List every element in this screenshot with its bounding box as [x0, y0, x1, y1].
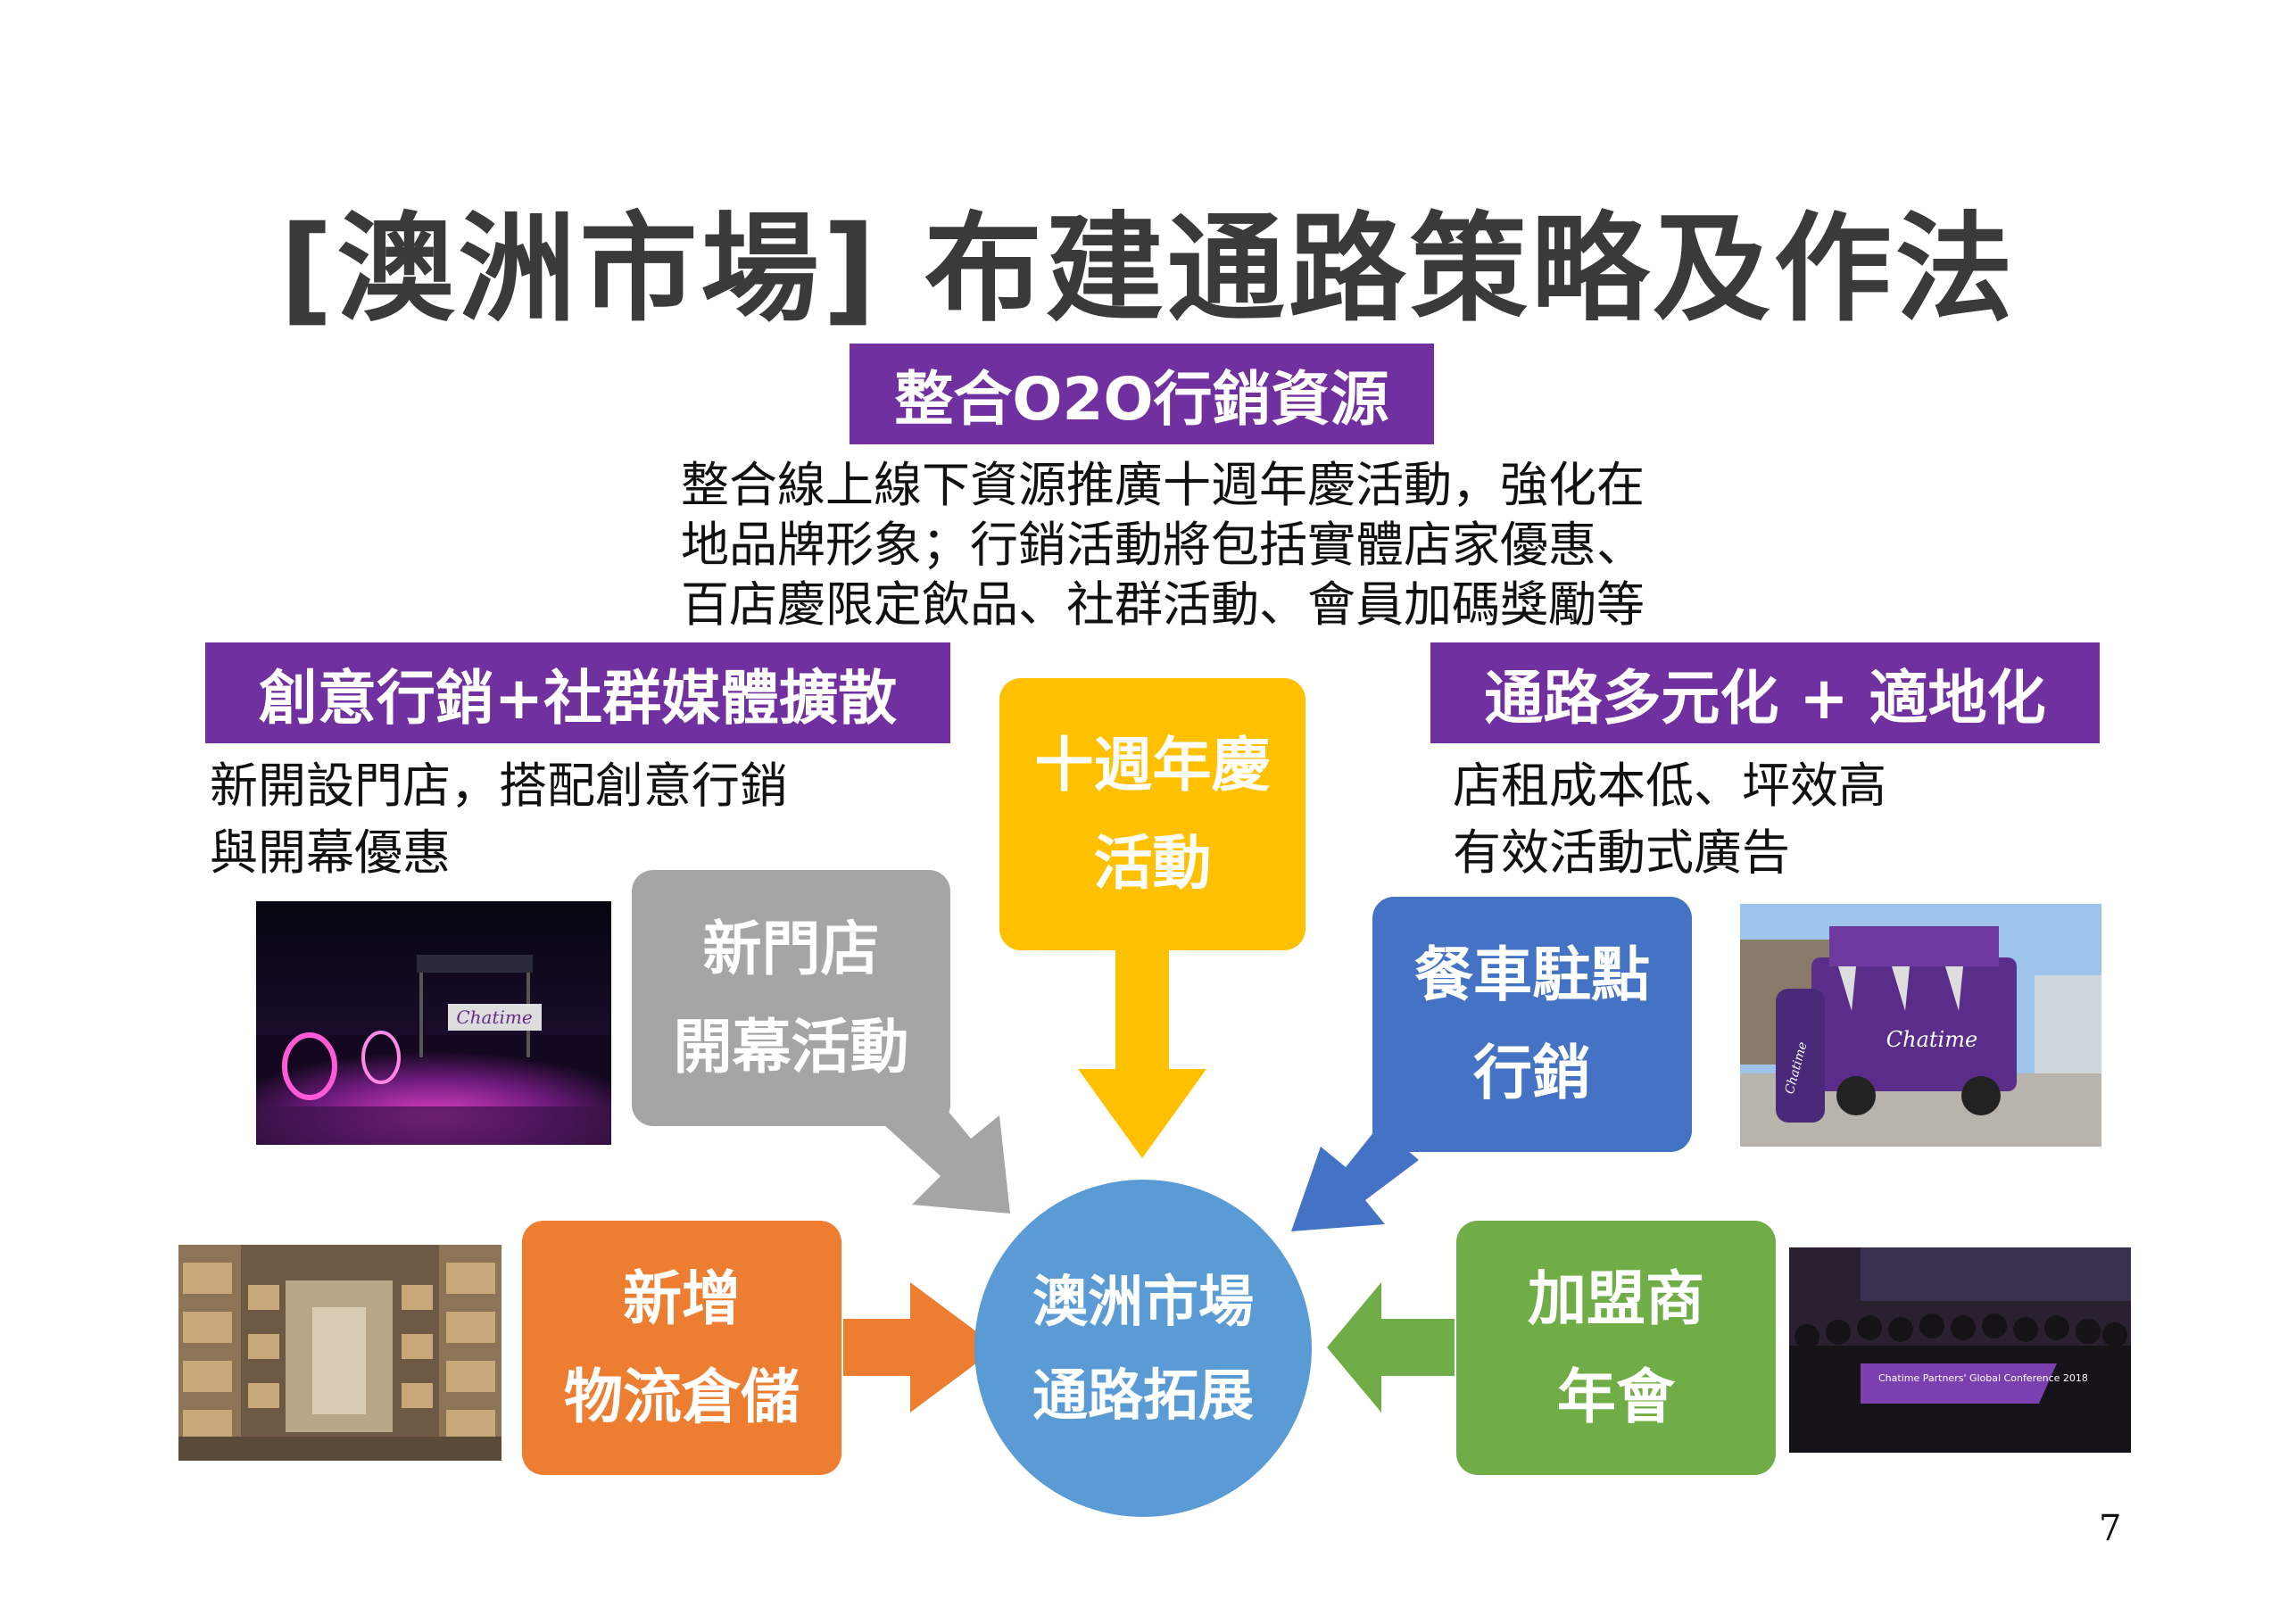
creative-line: 新開設門店，搭配創意行銷 [210, 758, 788, 814]
franchise-line: 加盟商 [1528, 1264, 1704, 1333]
creative-heading: 創意行銷+社群媒體擴散 [205, 642, 950, 743]
conference-banner: Chatime Partners' Global Conference 2018 [1878, 1372, 2088, 1384]
new-store-line: 開幕活動 [673, 1012, 909, 1081]
arrow-franchise [1327, 1282, 1455, 1413]
anniversary-line: 十週年慶 [1034, 730, 1271, 800]
page-title: [澳洲市場] 布建通路策略及作法 [279, 201, 2017, 338]
conference-photo: Chatime Partners' Global Conference 2018 [1789, 1247, 2131, 1453]
logistics-box: 新增 物流倉儲 [522, 1221, 841, 1475]
o2o-line: 百店慶限定飲品、社群活動、會員加碼獎勵等 [681, 576, 1645, 633]
creative-description: 新開設門店，搭配創意行銷 與開幕優惠 [210, 752, 788, 886]
arrow-food-truck [1291, 1126, 1419, 1231]
o2o-heading: 整合O2O行銷資源 [850, 344, 1434, 444]
anniversary-box: 十週年慶 活動 [999, 678, 1305, 950]
page-number: 7 [2099, 1508, 2122, 1549]
center-line: 通路拓展 [1032, 1363, 1254, 1428]
logistics-line: 新增 [623, 1264, 741, 1333]
channel-description: 店租成本低、坪效高 有效活動式廣告 [1453, 752, 1886, 886]
food-truck-box: 餐車駐點 行銷 [1372, 897, 1692, 1152]
channel-line: 店租成本低、坪效高 [1453, 758, 1886, 814]
arrow-anniversary [1078, 950, 1206, 1158]
warehouse-photo [178, 1245, 501, 1461]
center-line: 澳洲市場 [1032, 1269, 1254, 1334]
center-circle: 澳洲市場 通路拓展 [974, 1180, 1312, 1517]
o2o-line: 整合線上線下資源推廣十週年慶活動，強化在 [681, 457, 1645, 513]
franchise-line: 年會 [1557, 1362, 1675, 1431]
channel-heading: 通路多元化 + 適地化 [1430, 642, 2100, 743]
creative-line: 與開幕優惠 [210, 824, 451, 881]
new-store-box: 新門店 開幕活動 [632, 870, 950, 1126]
logistics-line: 物流倉儲 [564, 1362, 800, 1431]
anniversary-line: 活動 [1093, 828, 1212, 898]
food-truck-photo: Chatime Chatime [1740, 904, 2101, 1147]
new-store-line: 新門店 [702, 914, 880, 983]
o2o-description: 整合線上線下資源推廣十週年慶活動，強化在 地品牌形象；行銷活動將包括實體店家優惠… [681, 455, 1645, 634]
channel-line: 有效活動式廣告 [1453, 824, 1790, 881]
opening-night-photo: Chatime [256, 901, 611, 1145]
food-truck-line: 餐車駐點 [1414, 940, 1650, 1009]
food-truck-sign: Chatime [1886, 1027, 1977, 1052]
o2o-line: 地品牌形象；行銷活動將包括實體店家優惠、 [681, 517, 1645, 573]
food-truck-line: 行銷 [1473, 1039, 1591, 1107]
opening-night-sign: Chatime [456, 1007, 532, 1028]
arrow-logistics [843, 1282, 998, 1413]
franchise-box: 加盟商 年會 [1456, 1221, 1776, 1475]
